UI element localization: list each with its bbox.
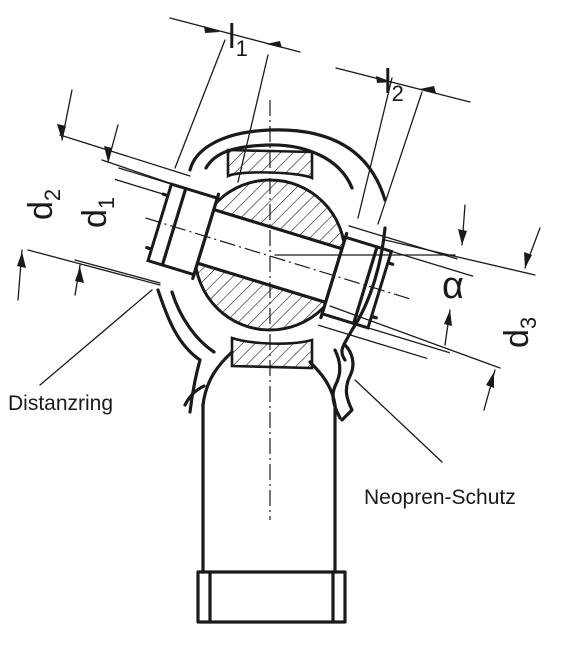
- label-neopren-schutz: Neopren-Schutz: [364, 486, 516, 509]
- leader-distanzring: [39, 289, 153, 386]
- tilted-pin-assembly: [114, 167, 474, 359]
- dimension-d3-alpha: [329, 204, 541, 411]
- leader-neopren: [354, 379, 443, 463]
- label-l2: l2: [384, 63, 404, 106]
- label-d2: d2: [22, 189, 65, 220]
- dimension-l1-l2: [169, 17, 471, 225]
- dimension-d2-d1: [17, 89, 191, 301]
- rod-end-housing: [188, 128, 387, 624]
- label-alpha: α: [442, 265, 464, 307]
- label-l1: l1: [228, 18, 248, 61]
- neoprene-protection: [183, 343, 355, 422]
- label-d1: d1: [76, 197, 119, 228]
- outer-race-bottom: [230, 336, 314, 370]
- label-distanzring: Distanzring: [8, 392, 113, 415]
- label-d3: d3: [498, 317, 541, 348]
